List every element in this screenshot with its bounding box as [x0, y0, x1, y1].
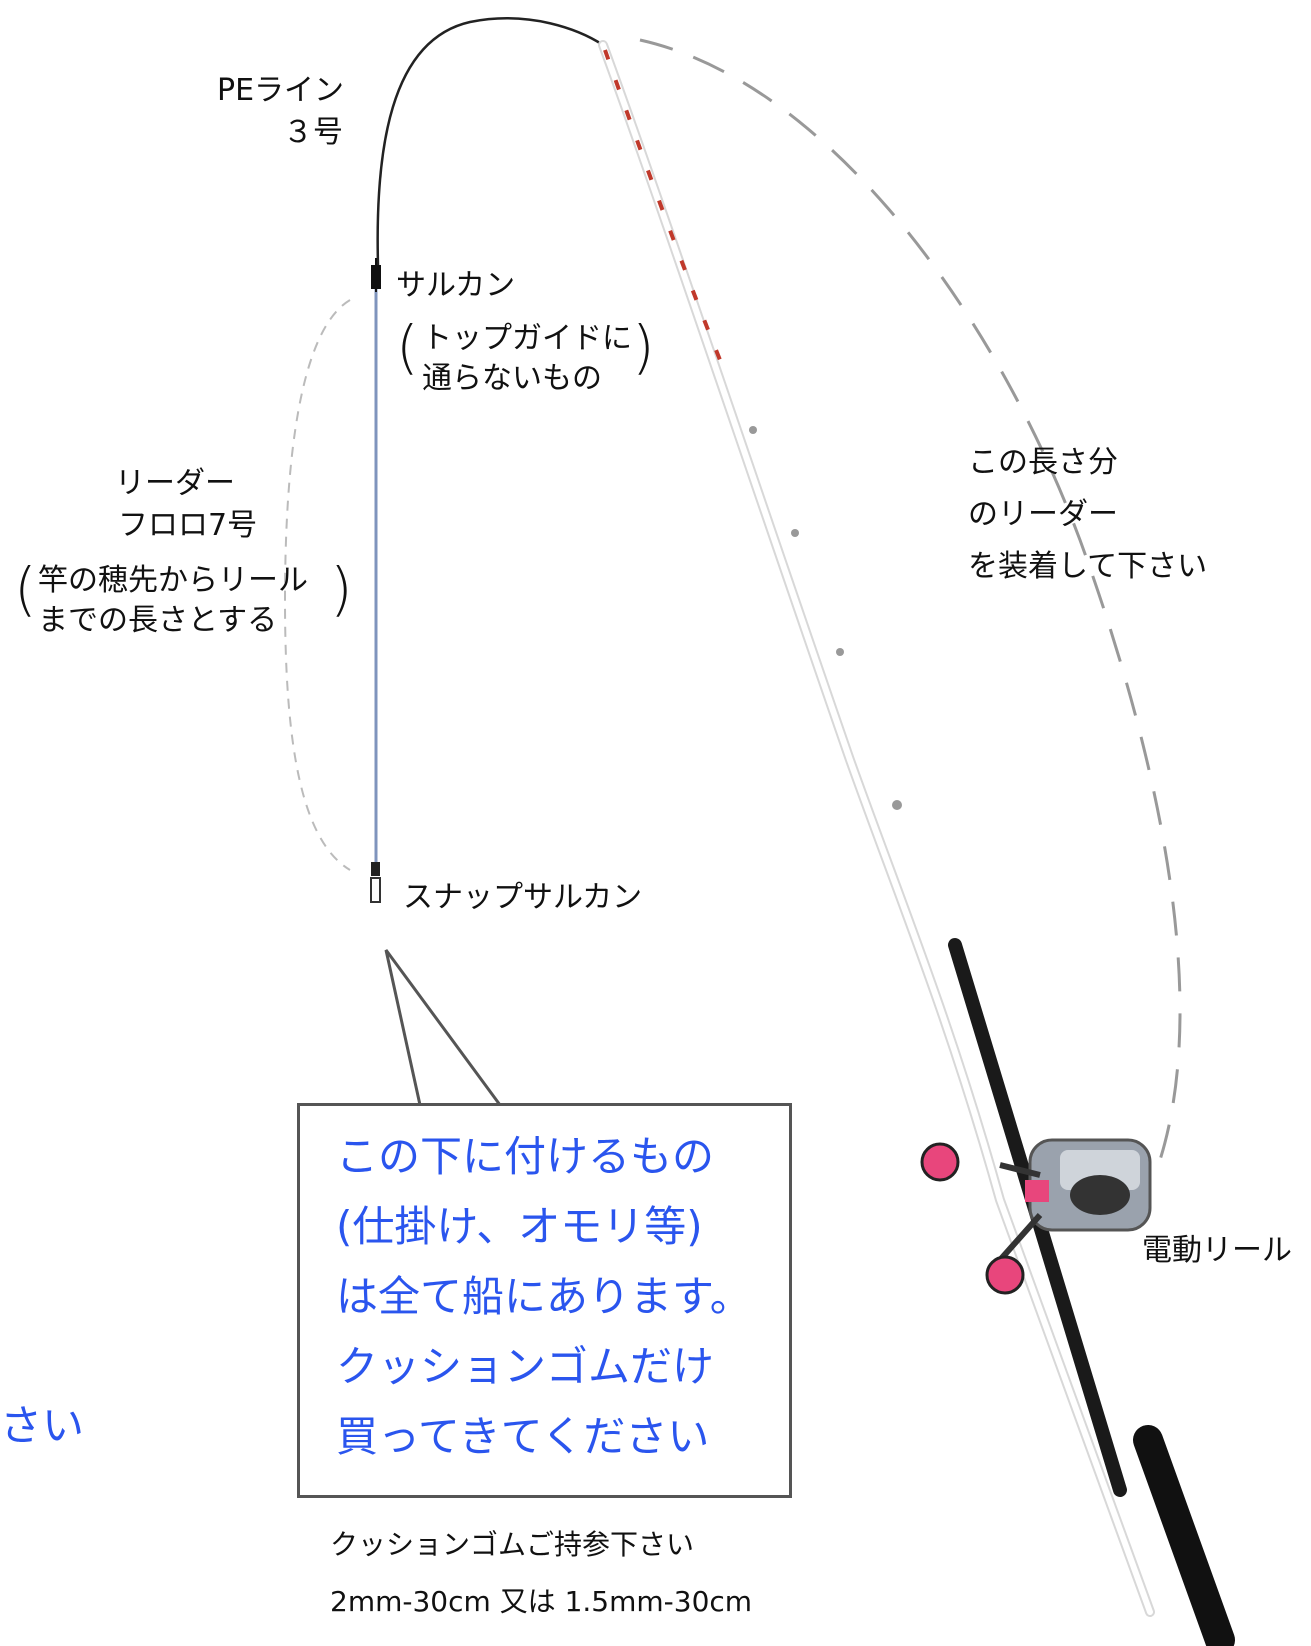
leader-length-dashed-arc [283, 299, 351, 871]
snap-swivel-label: スナップサルカン [403, 880, 643, 915]
swivel-note-line2: 通らないもの [422, 361, 602, 396]
swivel-note-open-paren: ( [396, 313, 419, 381]
callout-line-1: この下に付けるもの [336, 1132, 715, 1181]
rod-length-dashed-arc [639, 38, 1182, 1161]
snap-swivel-icon [370, 862, 381, 903]
callout-line-3: は全て船にあります。 [336, 1272, 752, 1321]
reel-handle-knob-icon [920, 1142, 960, 1182]
rod-guide-icon [749, 426, 757, 434]
leader-note-close-paren: ) [330, 555, 353, 623]
swivel-note-close-paren: ) [632, 313, 655, 381]
swivel-note-line1: トップガイドに [422, 321, 632, 356]
cushion-note-line2: 2mm-30cm 又は 1.5mm-30cm [330, 1585, 753, 1618]
electric-reel-icon [920, 1138, 1152, 1295]
length-note-line1: この長さ分 [968, 445, 1118, 480]
left-cut-text: さい [0, 1401, 85, 1450]
leader-note-open-paren: ( [14, 555, 37, 623]
callout-line-4: クッションゴムだけ [336, 1342, 715, 1391]
length-note-line2: のリーダー [968, 497, 1118, 532]
swivel-label: サルカン [396, 268, 516, 303]
callout-line-2: (仕掛け、オモリ等) [336, 1202, 703, 1251]
fishing-rod [598, 40, 1235, 1646]
callout-box: この下に付けるもの (仕掛け、オモリ等) は全て船にあります。 クッションゴムだ… [297, 1103, 792, 1498]
pe-line [376, 17, 604, 266]
leader-note-line2: までの長さとする [38, 603, 278, 638]
leader-label: リーダー [115, 466, 235, 501]
rod-guide-icon [791, 529, 799, 537]
rod-guide-icon [892, 800, 902, 810]
rod-guide-icon [836, 648, 844, 656]
leader-spec-label: フロロ7号 [118, 508, 258, 543]
swivel-icon [371, 258, 381, 292]
pe-line-size-label: ３号 [283, 115, 343, 150]
cushion-note-line1: クッションゴムご持参下さい [330, 1528, 695, 1561]
callout-line-5: 買ってきてください [336, 1412, 710, 1461]
callout-pointer [384, 949, 503, 1107]
pe-line-label: PEライン [217, 73, 345, 108]
reel-handle-knob-icon [985, 1255, 1025, 1295]
leader-note-line1: 竿の穂先からリール [38, 563, 308, 598]
length-note-line3: を装着して下さい [968, 549, 1208, 584]
reel-label: 電動リール [1142, 1233, 1292, 1268]
